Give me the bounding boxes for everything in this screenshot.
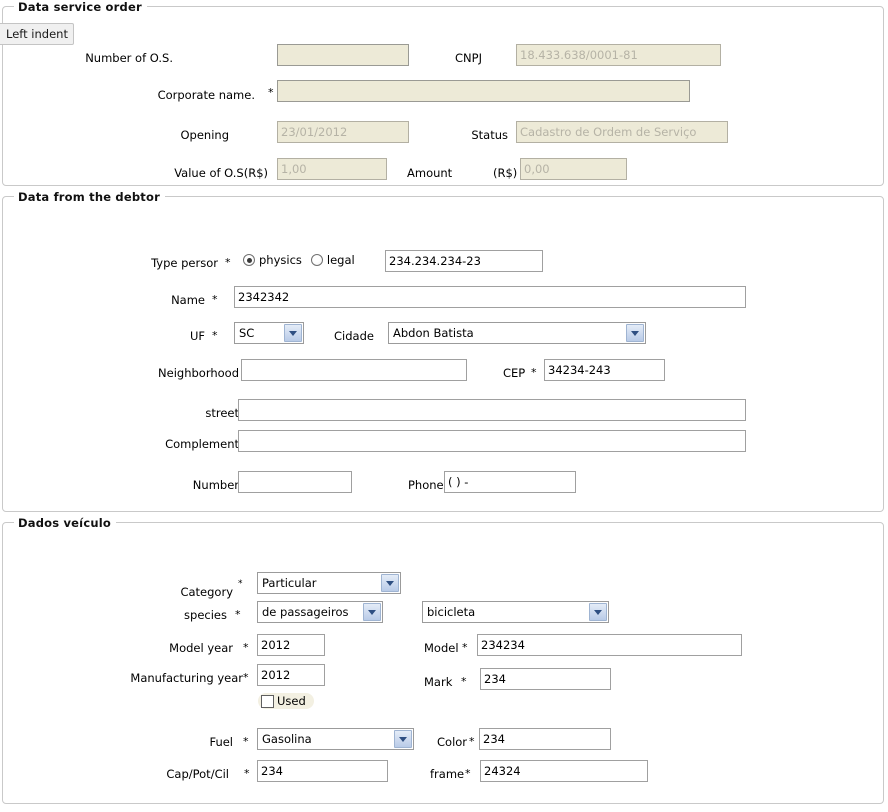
required-marker-cep: * xyxy=(531,366,537,379)
select-category[interactable]: Particular xyxy=(257,572,401,594)
label-manufacturing-year: Manufacturing year xyxy=(130,671,243,685)
input-name[interactable]: 2342342 xyxy=(234,286,746,308)
radio-group-type-person[interactable]: physics legal xyxy=(243,253,364,267)
select-species[interactable]: de passageiros xyxy=(257,601,383,623)
label-cidade: Cidade xyxy=(334,329,374,343)
required-marker-corporate-name: * xyxy=(268,86,274,99)
label-cnpj: CNPJ xyxy=(455,51,482,65)
input-manufacturing-year[interactable]: 2012 xyxy=(257,664,325,686)
input-opening[interactable]: 23/01/2012 xyxy=(277,121,409,143)
required-marker-cap-pot-cil: * xyxy=(244,767,250,780)
checkbox-used[interactable] xyxy=(261,694,274,708)
label-phone: Phone xyxy=(408,478,444,492)
label-cap-pot-cil: Cap/Pot/Cil xyxy=(166,767,229,781)
input-cnpj[interactable]: 18.433.638/0001-81 xyxy=(516,44,721,66)
label-value-of-os: Value of O.S(R$) xyxy=(174,166,268,180)
chevron-down-icon[interactable] xyxy=(363,603,381,621)
required-marker-model: * xyxy=(462,641,468,654)
input-value-of-os[interactable]: 1,00 xyxy=(277,158,387,180)
required-marker-manufacturing-year: * xyxy=(243,671,249,684)
checkbox-label-used: Used xyxy=(277,694,306,708)
label-number-of-os: Number of O.S. xyxy=(85,51,173,65)
label-type-person: Type persor xyxy=(151,256,218,270)
input-number[interactable] xyxy=(238,471,352,493)
label-uf: UF xyxy=(189,329,205,343)
section-dados-veiculo: Dados veículo Category * Particular spec… xyxy=(2,516,884,804)
label-category: Category xyxy=(180,585,233,599)
required-marker-frame: * xyxy=(465,767,471,780)
label-fuel: Fuel xyxy=(209,735,233,749)
select-species-value: de passageiros xyxy=(262,605,349,619)
label-cep: CEP xyxy=(503,366,526,380)
input-model[interactable]: 234234 xyxy=(477,634,742,656)
input-complement[interactable] xyxy=(238,430,746,452)
input-model-year[interactable]: 2012 xyxy=(257,634,325,656)
chevron-down-icon[interactable] xyxy=(381,574,399,592)
label-species: species xyxy=(184,608,227,622)
left-indent-tooltip: Left indent xyxy=(0,23,74,45)
label-amount-currency: (R$) xyxy=(493,166,518,180)
input-street[interactable] xyxy=(238,399,746,421)
label-neighborhood: Neighborhood xyxy=(158,366,239,380)
input-phone[interactable]: ( ) - xyxy=(444,471,576,493)
input-corporate-name[interactable] xyxy=(277,80,690,102)
select-fuel[interactable]: Gasolina xyxy=(257,728,414,750)
required-marker-uf: * xyxy=(212,329,218,342)
label-model-year: Model year xyxy=(169,641,233,655)
label-opening: Opening xyxy=(180,128,230,142)
section-title-data-service-order: Data service order xyxy=(14,0,147,14)
section-title-data-from-debtor: Data from the debtor xyxy=(14,190,165,204)
input-status[interactable]: Cadastro de Ordem de Serviço xyxy=(516,121,728,143)
required-marker-mark: * xyxy=(461,675,467,688)
chevron-down-icon[interactable] xyxy=(394,730,412,748)
label-complement: Complement xyxy=(165,437,239,451)
section-title-dados-veiculo: Dados veículo xyxy=(14,516,116,530)
radio-label-legal: legal xyxy=(326,253,355,267)
input-amount[interactable]: 0,00 xyxy=(520,158,627,180)
select-uf-value: SC xyxy=(239,326,255,340)
required-marker-model-year: * xyxy=(243,641,249,654)
label-color: Color xyxy=(437,735,468,749)
chevron-down-icon[interactable] xyxy=(284,324,302,342)
label-amount: Amount xyxy=(407,166,453,180)
input-frame[interactable]: 24324 xyxy=(480,760,648,782)
label-corporate-name: Corporate name. xyxy=(157,88,255,102)
label-name: Name xyxy=(171,293,205,307)
select-species-type[interactable]: bicicleta xyxy=(422,601,609,623)
label-frame: frame xyxy=(430,767,465,781)
input-cap-pot-cil[interactable]: 234 xyxy=(257,760,388,782)
label-mark: Mark xyxy=(424,675,453,689)
radio-physics[interactable] xyxy=(243,254,255,266)
input-neighborhood[interactable] xyxy=(241,359,467,381)
input-cep[interactable]: 34234-243 xyxy=(544,359,665,381)
checkbox-used-wrapper[interactable]: Used xyxy=(258,693,314,709)
input-mark[interactable]: 234 xyxy=(480,668,611,690)
chevron-down-icon[interactable] xyxy=(589,603,607,621)
required-marker-category: * xyxy=(238,579,243,589)
required-marker-species: * xyxy=(235,608,241,621)
select-category-value: Particular xyxy=(262,576,317,590)
label-model: Model xyxy=(424,641,459,655)
label-status: Status xyxy=(471,128,508,142)
select-uf[interactable]: SC xyxy=(234,322,304,344)
select-fuel-value: Gasolina xyxy=(262,732,312,746)
select-species-type-value: bicicleta xyxy=(427,605,476,619)
required-marker-name: * xyxy=(212,293,218,306)
radio-legal[interactable] xyxy=(310,254,323,266)
required-marker-color: * xyxy=(469,735,475,748)
required-marker-fuel: * xyxy=(243,735,249,748)
radio-label-physics: physics xyxy=(259,253,302,267)
label-street: street xyxy=(205,406,239,420)
select-cidade[interactable]: Abdon Batista xyxy=(388,322,646,344)
input-document-number[interactable]: 234.234.234-23 xyxy=(385,250,543,272)
section-data-service-order: Data service order Number of O.S. CNPJ 1… xyxy=(2,0,884,186)
required-marker-type-person: * xyxy=(225,256,231,269)
chevron-down-icon[interactable] xyxy=(626,324,644,342)
section-data-from-debtor: Data from the debtor Type persor * physi… xyxy=(2,190,884,512)
select-cidade-value: Abdon Batista xyxy=(393,326,474,340)
input-color[interactable]: 234 xyxy=(479,728,611,750)
input-number-of-os[interactable] xyxy=(277,44,409,66)
label-number: Number xyxy=(192,478,239,492)
